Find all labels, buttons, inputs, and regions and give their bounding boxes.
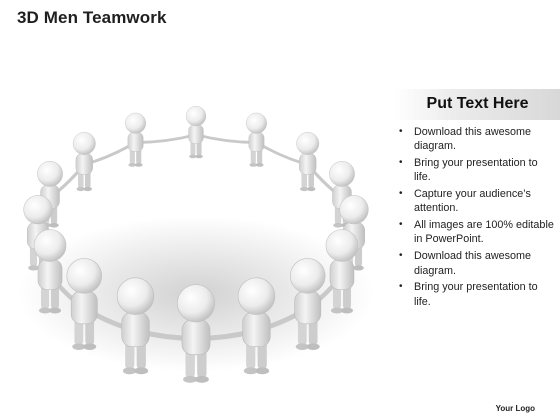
person-figure [185,105,207,159]
bullet-text: Capture your audience’s attention. [414,188,531,215]
footer-logo: Your Logo [495,404,535,413]
bullet-item: • Download this awesome diagram. [397,125,557,153]
figure-arm [134,133,198,144]
bullet-item: • Capture your audience’s attention. [397,187,557,215]
teamwork-circle-illustration [18,105,374,383]
person-figure [125,112,146,167]
bullet-marker: • [399,157,403,169]
person-figure [296,132,320,192]
bullet-text: Download this awesome diagram. [414,126,532,153]
person-figure [72,132,96,192]
bullet-marker: • [399,126,403,137]
bullet-marker: • [399,281,403,293]
bullet-text: Bring your presentation to life. [414,281,538,308]
person-figure [325,229,359,314]
bullet-item: • Bring your presentation to life. [397,156,557,184]
bullet-item: • All images are 100% editable in PowerPo… [397,218,557,246]
panel-title: Put Text Here [426,95,529,112]
bullet-marker: • [399,188,403,200]
person-figure [237,277,276,375]
bullet-item: • Bring your presentation to life. [397,280,557,308]
person-figure [33,229,67,314]
person-figure [289,258,326,350]
text-panel-header: Put Text Here [395,89,560,120]
person-figure [66,258,103,350]
bullet-list: • Download this awesome diagram. • Bring y… [397,125,557,312]
person-figure [246,112,267,167]
slide-title: 3D Men Teamwork [17,8,167,27]
figure-arm [194,133,258,144]
bullet-item: • Download this awesome diagram. [397,249,557,277]
person-figure [176,284,216,383]
bullet-marker: • [399,250,403,262]
bullet-text: All images are 100% editable in PowerPoi… [414,219,554,246]
person-figure [116,277,155,375]
bullet-text: Download this awesome diagram. [414,250,532,277]
bullet-text: Bring your presentation to life. [414,157,538,184]
bullet-marker: • [399,219,403,231]
